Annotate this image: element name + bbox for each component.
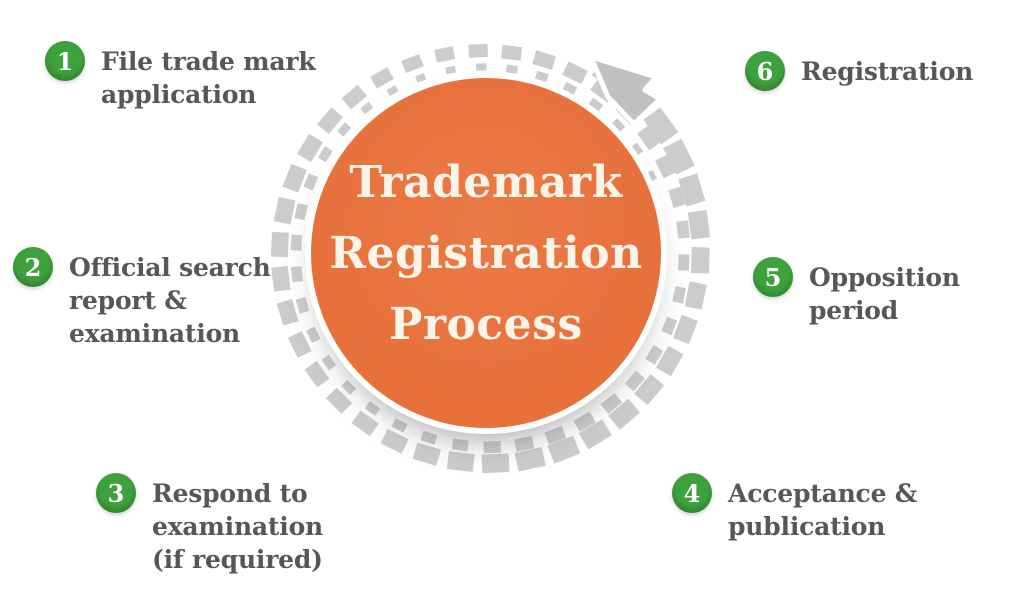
- step-6-number-badge: 6: [745, 51, 785, 91]
- step-2: 2 Official search report & examination: [13, 247, 271, 350]
- step-5-number-badge: 5: [753, 257, 793, 297]
- step-2-number-badge: 2: [13, 247, 53, 287]
- step-4: 4 Acceptance & publication: [672, 473, 918, 543]
- step-5: 5 Opposition period: [753, 257, 960, 327]
- step-5-label: Opposition period: [809, 263, 960, 325]
- step-3-number-badge: 3: [96, 473, 136, 513]
- step-3: 3 Respond to examination (if required): [96, 473, 324, 576]
- title-line-1: Trademark: [349, 156, 623, 208]
- step-4-number-badge: 4: [672, 473, 712, 513]
- center-circle: Trademark Registration Process: [311, 78, 661, 428]
- title-line-2: Registration: [329, 227, 643, 279]
- step-1-label: File trade mark application: [101, 47, 316, 109]
- step-6-label: Registration: [801, 57, 974, 86]
- step-4-label: Acceptance & publication: [728, 479, 918, 541]
- step-6: 6 Registration: [745, 51, 974, 91]
- step-1: 1 File trade mark application: [45, 41, 316, 111]
- title-line-3: Process: [389, 298, 583, 350]
- step-1-number-badge: 1: [45, 41, 85, 81]
- step-2-label: Official search report & examination: [69, 253, 271, 348]
- step-3-label: Respond to examination (if required): [152, 479, 324, 574]
